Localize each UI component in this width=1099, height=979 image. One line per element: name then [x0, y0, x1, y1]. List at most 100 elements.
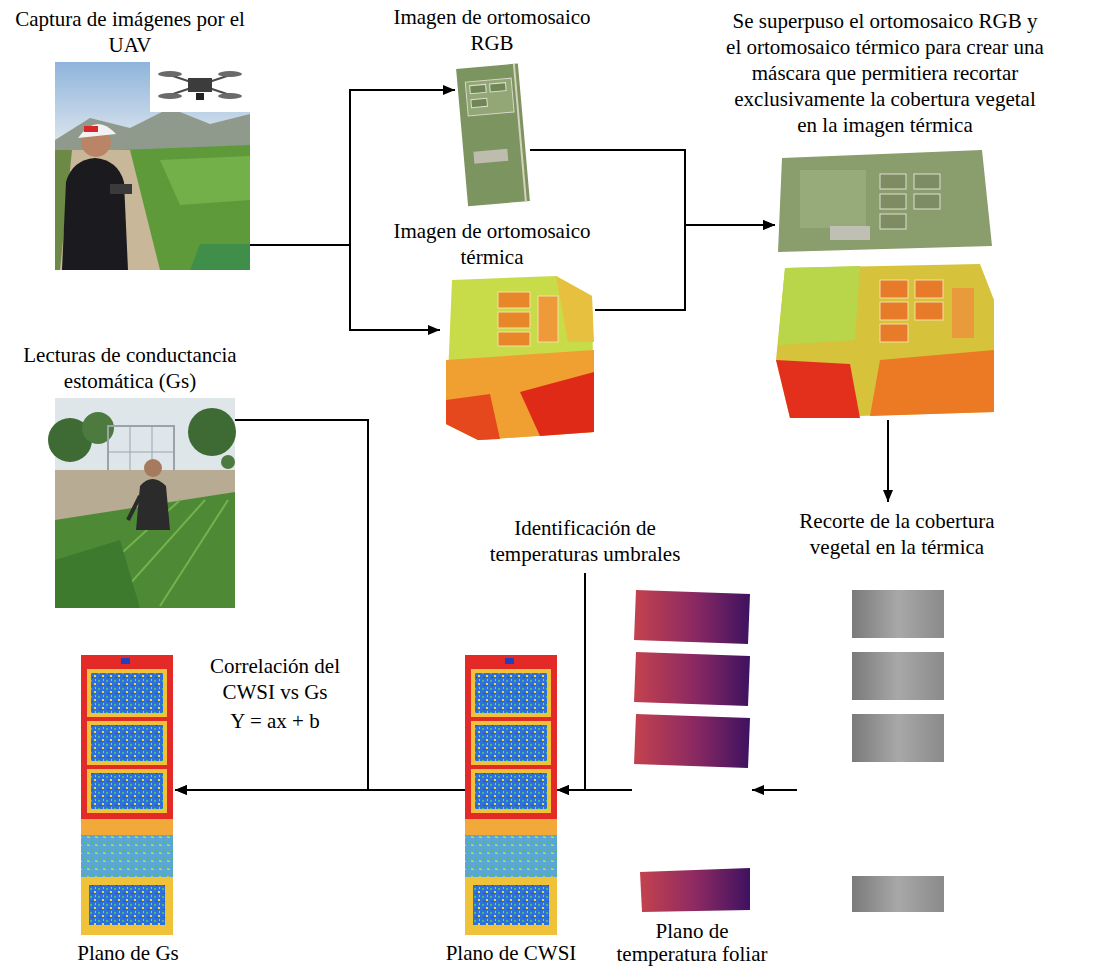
field-light: [160, 156, 250, 205]
field-plot: [470, 84, 487, 93]
propeller: [158, 93, 182, 99]
thermal-hottest: [520, 372, 594, 436]
field-plot: [465, 78, 514, 116]
overlay-thermal: [776, 264, 994, 418]
gs-map: [81, 655, 173, 935]
canopy-clips: [852, 590, 944, 912]
drone-inset: [150, 62, 250, 112]
arrow-connector: [595, 225, 775, 310]
drone-camera: [196, 93, 204, 100]
image-panel: Imagen de ortomosaico RGB: [455, 62, 530, 207]
overlay-plot: [880, 214, 906, 229]
road: [55, 150, 160, 270]
map-panel: Plano de Gs: [81, 655, 175, 935]
cwsi-map: [465, 655, 557, 935]
overlay-plot: [880, 280, 908, 298]
image-panel: Plano de temperatura foliar: [632, 585, 752, 915]
caption: Plano de CWSI: [411, 940, 611, 966]
map-panel: Plano de CWSI: [465, 655, 557, 935]
overlay-bare: [830, 226, 870, 240]
node-text: Identificación de temperaturas umbrales: [475, 515, 695, 567]
arrow-connector: [250, 245, 440, 330]
bare-plot: [473, 149, 508, 164]
overlay-plot: [880, 324, 908, 342]
drone-arm: [170, 75, 230, 95]
photo-panel: Lecturas de conductancia estomática (Gs): [55, 398, 235, 608]
text-node: Identificación de temperaturas umbrales: [475, 515, 695, 573]
connectors: [175, 90, 888, 790]
overlay-plot: [880, 174, 906, 189]
thermal-ground: [446, 276, 594, 440]
path: [514, 64, 526, 201]
gs-photo: [48, 398, 236, 608]
overlay-plot: [880, 302, 908, 320]
overlay-plot: [952, 288, 974, 338]
tree: [188, 408, 236, 456]
person-head: [144, 459, 162, 477]
caption: Se superpuso el ortomosaico RGB y el ort…: [725, 8, 1046, 138]
tree: [221, 455, 235, 469]
drone-arm: [170, 75, 230, 95]
cap-band: [84, 126, 98, 132]
overlay-plot: [880, 194, 906, 209]
caption: Plano de Gs: [28, 940, 228, 966]
arrow-connector: [557, 573, 585, 790]
ground: [55, 470, 235, 608]
thermal-plot: [498, 292, 530, 308]
tree: [82, 412, 114, 444]
caption: Lecturas de conductancia estomática (Gs): [10, 342, 250, 394]
caption: Imagen de ortomosaico RGB: [382, 4, 602, 56]
thermal-plot: [498, 312, 530, 328]
propeller: [158, 71, 182, 77]
equation-label: Y = ax + b: [205, 708, 345, 734]
overlay-warm: [870, 350, 994, 416]
overlay-field: [800, 170, 866, 228]
person-body: [136, 479, 170, 530]
temp-plot: [634, 714, 750, 768]
arrow-connector: [752, 789, 797, 791]
cage-bar: [108, 452, 174, 453]
mat: [190, 244, 250, 270]
gray-plot: [852, 714, 944, 762]
overlay-plot: [915, 302, 943, 320]
thermal-hottest: [446, 394, 500, 440]
caption: Imagen de ortomosaico térmica: [382, 218, 602, 270]
image-panel: Se superpuso el ortomosaico RGB y el ort…: [775, 148, 995, 420]
rgb-orthomosaic: [456, 63, 530, 206]
overlay-rgb: [778, 150, 992, 252]
overlay-plot: [914, 174, 940, 189]
node-text: Recorte de la cobertura vegetal en la té…: [797, 508, 997, 560]
temp-plot: [634, 590, 750, 644]
overlay-images: [776, 150, 994, 418]
controller: [110, 184, 132, 194]
image-panel: Imagen de ortomosaico térmica: [440, 272, 595, 442]
field-plot: [490, 83, 507, 92]
overlay-hot: [776, 360, 860, 418]
temp-plot: [640, 868, 750, 912]
arrow-connector: [530, 150, 775, 225]
propeller: [218, 93, 242, 99]
drone-body: [188, 78, 212, 92]
gray-plot: [852, 876, 944, 912]
overlay-plot: [915, 280, 943, 298]
crop-row: [160, 500, 228, 606]
thermal-orthomosaic: [446, 276, 594, 440]
image-panel: Recorte de la cobertura vegetal en la té…: [797, 502, 997, 925]
arrow-connector: [887, 420, 889, 502]
crop-front: [55, 540, 140, 608]
ortho-ground: [456, 63, 530, 206]
edge-label: Correlación del CWSI vs Gs: [205, 653, 345, 705]
temp-plot: [634, 652, 750, 706]
overlay-cool: [778, 266, 860, 345]
uav-photo: [55, 62, 250, 270]
thermal-hot: [446, 350, 594, 440]
gray-plot: [852, 590, 944, 638]
arrow-connector: [175, 420, 368, 790]
caption: Plano de temperatura foliar: [612, 920, 772, 966]
cap: [78, 124, 116, 138]
thermal-warm: [556, 276, 594, 342]
